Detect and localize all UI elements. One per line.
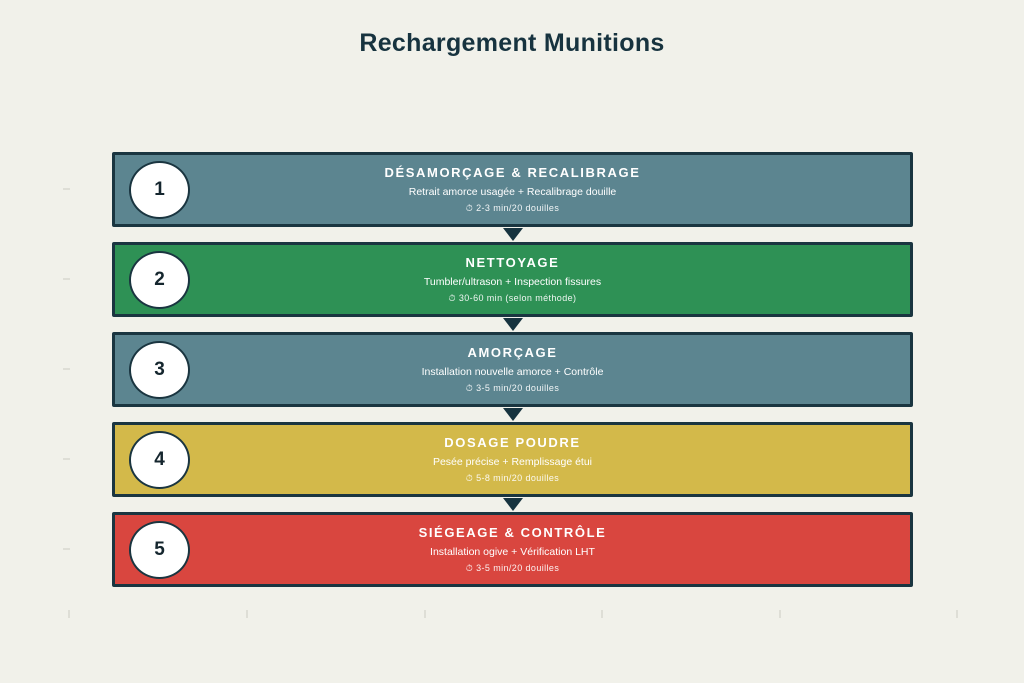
step-duration: ⏱ 30-60 min (selon méthode) bbox=[448, 293, 577, 303]
step-number: 5 bbox=[154, 538, 165, 560]
axis-tick bbox=[63, 188, 70, 190]
step-text-block: DÉSAMORÇAGE & RECALIBRAGE Retrait amorce… bbox=[385, 165, 641, 214]
step-subtitle: Retrait amorce usagée + Recalibrage doui… bbox=[408, 186, 617, 198]
axis-tick bbox=[956, 610, 958, 618]
arrow-down-icon bbox=[502, 228, 523, 241]
step-subtitle: Installation nouvelle amorce + Contrôle bbox=[421, 366, 604, 378]
step-text-block: SIÉGEAGE & CONTRÔLE Installation ogive +… bbox=[419, 525, 607, 574]
flow-connector bbox=[112, 407, 913, 422]
axis-tick bbox=[63, 368, 70, 370]
flow-connector bbox=[112, 317, 913, 332]
step-title: DOSAGE POUDRE bbox=[444, 435, 581, 450]
step-card-4: 4 DOSAGE POUDRE Pesée précise + Rempliss… bbox=[112, 422, 913, 497]
axis-tick bbox=[63, 548, 70, 550]
step-card-3: 3 AMORÇAGE Installation nouvelle amorce … bbox=[112, 332, 913, 407]
step-subtitle: Tumbler/ultrason + Inspection fissures bbox=[423, 276, 602, 288]
arrow-down-icon bbox=[502, 498, 523, 511]
step-duration: ⏱ 5-8 min/20 douilles bbox=[465, 473, 560, 483]
step-number-badge: 1 bbox=[129, 160, 190, 219]
axis-tick bbox=[601, 610, 603, 618]
flow-connector bbox=[112, 497, 913, 512]
flow-connector bbox=[112, 227, 913, 242]
step-number-badge: 5 bbox=[129, 520, 190, 579]
step-title: SIÉGEAGE & CONTRÔLE bbox=[418, 525, 607, 540]
step-number: 1 bbox=[154, 178, 165, 200]
step-number-badge: 4 bbox=[129, 430, 190, 489]
step-number-badge: 3 bbox=[129, 340, 190, 399]
step-number-badge: 2 bbox=[129, 250, 190, 309]
step-text-block: AMORÇAGE Installation nouvelle amorce + … bbox=[422, 345, 604, 394]
step-title: DÉSAMORÇAGE & RECALIBRAGE bbox=[384, 165, 641, 180]
axis-tick bbox=[779, 610, 781, 618]
step-duration: ⏱ 3-5 min/20 douilles bbox=[465, 563, 560, 573]
step-number: 4 bbox=[154, 448, 165, 470]
step-card-2: 2 NETTOYAGE Tumbler/ultrason + Inspectio… bbox=[112, 242, 913, 317]
step-card-1: 1 DÉSAMORÇAGE & RECALIBRAGE Retrait amor… bbox=[112, 152, 913, 227]
step-text-block: DOSAGE POUDRE Pesée précise + Remplissag… bbox=[433, 435, 592, 484]
axis-tick bbox=[68, 610, 70, 618]
axis-tick bbox=[63, 278, 70, 280]
axis-tick bbox=[63, 458, 70, 460]
axis-tick bbox=[424, 610, 426, 618]
arrow-down-icon bbox=[502, 318, 523, 331]
step-subtitle: Installation ogive + Vérification LHT bbox=[430, 546, 595, 558]
step-duration: ⏱ 3-5 min/20 douilles bbox=[465, 383, 560, 393]
step-title: NETTOYAGE bbox=[465, 255, 560, 270]
page-title: Rechargement Munitions bbox=[359, 29, 665, 57]
axis-tick bbox=[246, 610, 248, 618]
step-duration: ⏱ 2-3 min/20 douilles bbox=[465, 203, 560, 213]
step-subtitle: Pesée précise + Remplissage étui bbox=[432, 456, 593, 468]
step-number: 2 bbox=[154, 268, 165, 290]
step-text-block: NETTOYAGE Tumbler/ultrason + Inspection … bbox=[424, 255, 601, 304]
process-flow: 1 DÉSAMORÇAGE & RECALIBRAGE Retrait amor… bbox=[112, 152, 913, 587]
step-number: 3 bbox=[154, 358, 165, 380]
step-card-5: 5 SIÉGEAGE & CONTRÔLE Installation ogive… bbox=[112, 512, 913, 587]
step-title: AMORÇAGE bbox=[467, 345, 558, 360]
arrow-down-icon bbox=[502, 408, 523, 421]
